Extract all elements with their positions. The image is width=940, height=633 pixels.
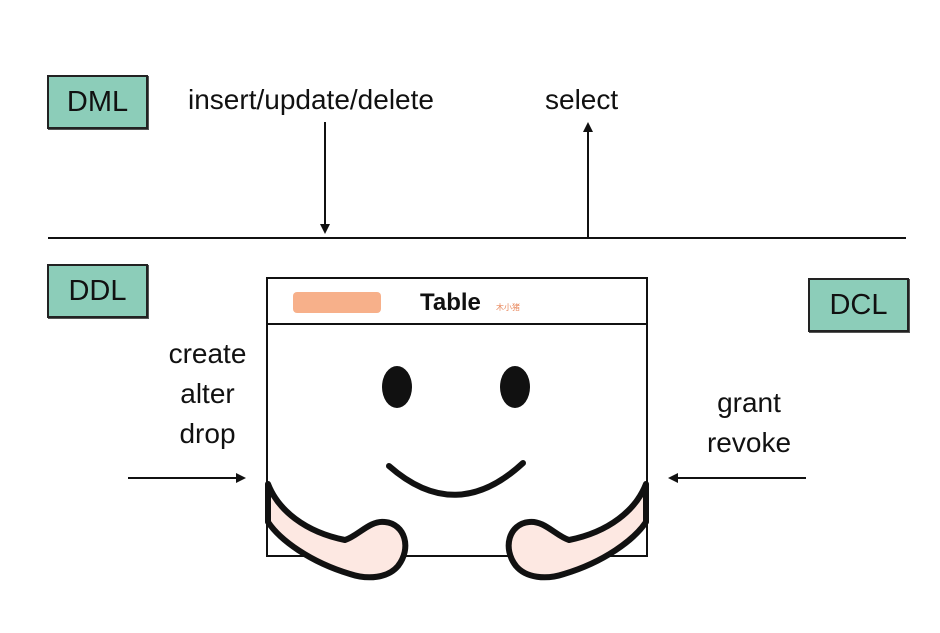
dml-write-label: insert/update/delete	[188, 84, 434, 115]
smile	[386, 460, 526, 498]
dcl-op-grant: grant	[717, 387, 781, 418]
dcl-op-revoke: revoke	[706, 427, 792, 458]
right-eye	[500, 366, 530, 408]
ddl-op-drop: drop	[179, 418, 236, 449]
ddl-tag: DDL	[47, 264, 148, 318]
left-arm	[265, 481, 409, 581]
dcl-tag: DCL	[808, 278, 909, 332]
table-face	[382, 366, 530, 498]
ddl-ops-list: create alter drop	[150, 334, 265, 454]
right-arm	[505, 481, 649, 581]
ddl-op-create: create	[168, 338, 247, 369]
left-eye	[382, 366, 412, 408]
table-title: Table	[420, 289, 481, 316]
table-window	[266, 277, 648, 557]
dcl-ops-list: grant revoke	[690, 383, 808, 463]
title-bar-pill	[293, 292, 381, 313]
dml-read-label: select	[545, 84, 619, 115]
dml-tag: DML	[47, 75, 148, 129]
ddl-op-alter: alter	[180, 378, 235, 409]
watermark-text: 木小猪	[496, 303, 520, 312]
